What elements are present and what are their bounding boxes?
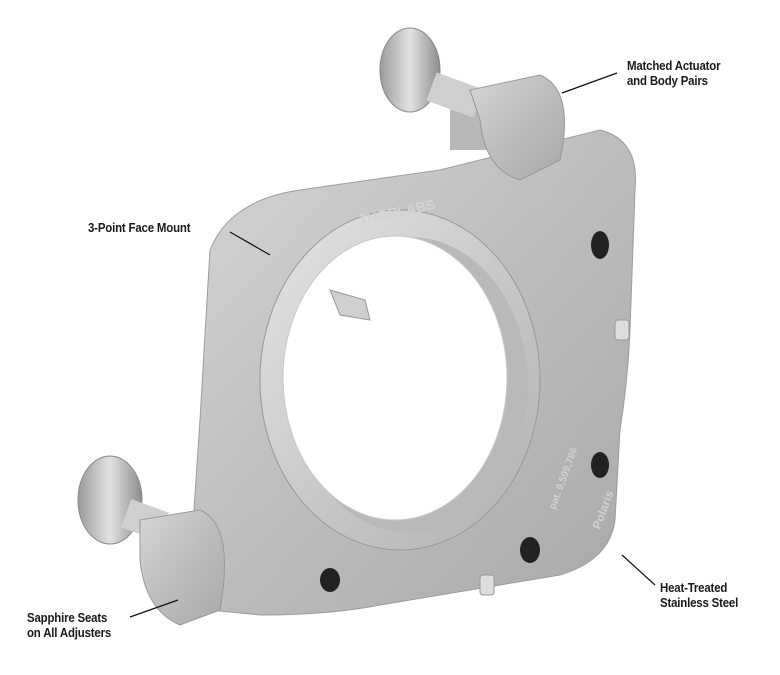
- leader-line-sapphire: [129, 599, 179, 618]
- callout-stainless-steel: Heat-Treated Stainless Steel: [660, 580, 738, 610]
- callout-face-mount: 3-Point Face Mount: [88, 220, 191, 235]
- face-mount-clip: [329, 289, 371, 321]
- leader-line-actuator: [561, 72, 618, 94]
- bottom-actuator-icon: [77, 455, 225, 626]
- callout-line: Sapphire Seats: [27, 610, 108, 625]
- callout-line: 3-Point Face Mount: [88, 220, 191, 235]
- callout-line: Stainless Steel: [660, 595, 739, 610]
- leader-line-steel: [621, 554, 656, 586]
- leader-line-face: [229, 231, 271, 256]
- callout-line: on All Adjusters: [27, 625, 112, 640]
- callout-matched-actuator: Matched Actuator and Body Pairs: [627, 58, 721, 88]
- optic-aperture: [282, 235, 508, 521]
- top-actuator-icon: [379, 27, 565, 181]
- callout-line: Matched Actuator: [627, 58, 721, 73]
- callout-line: Heat-Treated: [660, 580, 728, 595]
- callout-line: and Body Pairs: [627, 73, 708, 88]
- callout-sapphire-seats: Sapphire Seats on All Adjusters: [27, 610, 111, 640]
